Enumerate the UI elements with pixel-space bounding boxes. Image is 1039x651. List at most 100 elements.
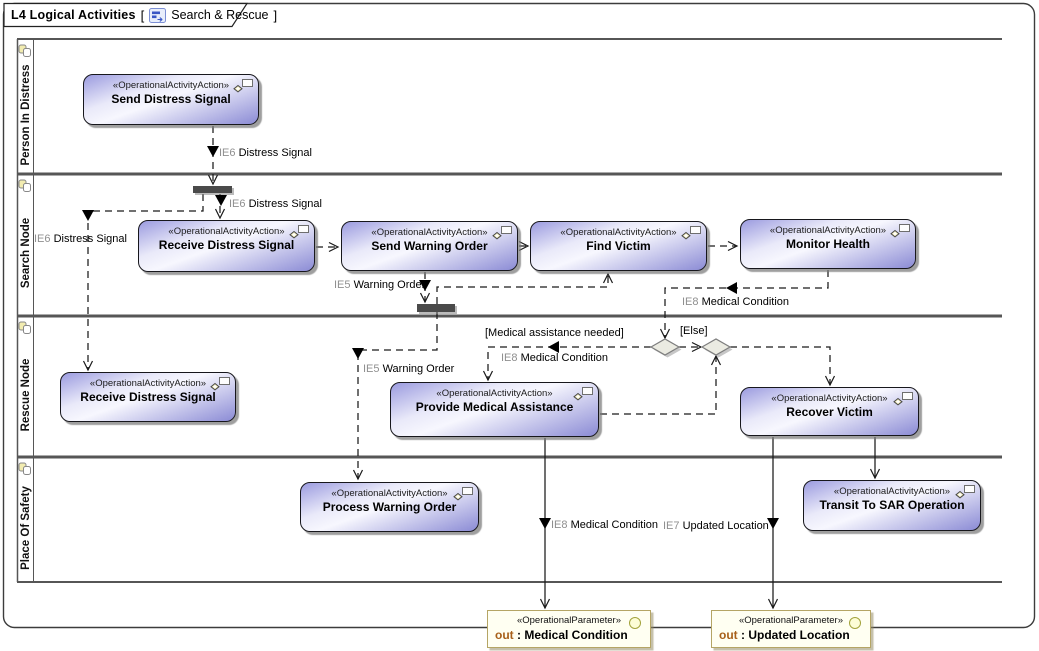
action-name: Provide Medical Assistance — [415, 400, 574, 414]
flow-find-victim-to-monitor-health-arrowhead — [727, 240, 739, 252]
out-updated-location[interactable]: «OperationalParameter»out : Updated Loca… — [711, 610, 871, 648]
flow-info-label[interactable]: IE8 Medical Condition — [682, 296, 789, 309]
send-warning-order[interactable]: «OperationalActivityAction»Send Warning … — [341, 221, 518, 271]
diagram-title-tab[interactable] — [3, 2, 249, 28]
swimlane-header-rescue-node[interactable] — [17, 316, 33, 457]
label-text: Distress Signal — [245, 198, 322, 210]
flow-fork2-to-process-warning-arrowhead — [352, 469, 364, 481]
swimlane-header-person-in-distress[interactable] — [17, 39, 33, 174]
recover-victim[interactable]: «OperationalActivityAction»Recover Victi… — [740, 387, 919, 436]
label-text: [Medical assistance needed] — [485, 327, 624, 339]
out-medical-condition[interactable]: «OperationalParameter»out : Medical Cond… — [487, 610, 651, 648]
swimlane-header-search-node[interactable] — [17, 174, 33, 316]
flow-merge-to-recover-victim[interactable] — [730, 346, 831, 385]
action-name: Monitor Health — [786, 237, 870, 251]
guard-label[interactable]: [Medical assistance needed] — [485, 327, 624, 340]
label-text: Medical Condition — [567, 519, 659, 531]
flow-fork2-to-process-warning[interactable] — [357, 312, 438, 479]
call-behavior-icon — [890, 224, 910, 238]
flow-recover-victim-to-transit-arrowhead — [869, 468, 881, 480]
call-behavior-icon — [289, 225, 309, 239]
stereotype-label: «OperationalParameter» — [738, 615, 844, 626]
flow-send-distress-to-fork-flow-arrow — [207, 146, 219, 157]
flow-fork-to-receive-distress-rescue-flow-arrow — [82, 210, 94, 221]
provide-medical-assistance[interactable]: «OperationalActivityAction»Provide Medic… — [390, 382, 599, 437]
flow-info-label[interactable]: IE8 Medical Condition — [551, 519, 658, 532]
diagram-context: Search & Rescue — [171, 8, 269, 22]
flow-recover-victim-to-out-param-flow-arrow — [767, 518, 779, 529]
stereotype-label: «OperationalActivityAction» — [833, 486, 951, 497]
swimlane-icon — [18, 179, 31, 192]
label-text: Warning Order — [379, 363, 455, 375]
flow-recover-victim-to-out-param-arrowhead — [767, 598, 779, 610]
flow-fork-to-receive-distress-search-flow-arrow — [215, 195, 227, 206]
flow-info-label[interactable]: IE5 Warning Order — [334, 279, 425, 292]
flow-fork2-to-process-warning-flow-arrow — [352, 348, 364, 359]
fork-warning[interactable] — [417, 304, 455, 312]
flow-provide-medical-to-out-param-arrowhead — [539, 598, 551, 610]
flow-info-label[interactable]: IE5 Warning Order — [363, 363, 454, 376]
process-warning-order[interactable]: «OperationalActivityAction»Process Warni… — [300, 482, 479, 532]
context-bracket-close: ] — [273, 7, 278, 23]
call-behavior-icon — [492, 226, 512, 240]
action-name: Send Warning Order — [371, 239, 488, 253]
receive-distress-signal-search[interactable]: «OperationalActivityAction»Receive Distr… — [138, 220, 315, 272]
action-name: Receive Distress Signal — [158, 238, 295, 252]
label-text: Medical Condition — [698, 296, 790, 308]
flow-fork-to-receive-distress-rescue[interactable] — [87, 194, 204, 370]
flow-decision-to-provide-medical-flow-arrow — [548, 341, 559, 353]
swimlane-label: Place Of Safety — [19, 485, 32, 570]
label-text: Medical Condition — [517, 352, 609, 364]
diagram-name: L4 Logical Activities — [11, 8, 136, 22]
swimlane-header-place-of-safety[interactable] — [17, 457, 33, 582]
parameter-direction: out — [495, 628, 514, 642]
flow-info-label[interactable]: IE6 Distress Signal — [34, 233, 127, 246]
call-behavior-icon — [233, 79, 253, 93]
transit-to-sar-operation[interactable]: «OperationalActivityAction»Transit To SA… — [803, 480, 981, 531]
flow-info-label[interactable]: IE8 Medical Condition — [501, 352, 608, 365]
swimlane-label: Search Node — [19, 217, 32, 289]
flow-decision-to-provide-medical[interactable] — [487, 346, 651, 380]
parameter-pin-icon — [629, 617, 641, 629]
flow-monitor-health-to-decision[interactable] — [664, 270, 829, 338]
flow-info-label[interactable]: IE6 Distress Signal — [219, 147, 312, 160]
stereotype-label: «OperationalParameter» — [516, 615, 622, 626]
find-victim[interactable]: «OperationalActivityAction»Find Victim — [530, 221, 707, 271]
stereotype-label: «OperationalActivityAction» — [769, 225, 887, 236]
info-element-id: IE6 — [34, 233, 51, 245]
flow-fork-to-receive-distress-rescue-arrowhead — [82, 360, 94, 372]
call-behavior-icon — [453, 487, 473, 501]
flow-send-warning-to-fork2-arrowhead — [419, 292, 431, 304]
fork-distress[interactable] — [193, 186, 232, 193]
stereotype-label: «OperationalActivityAction» — [112, 80, 230, 91]
label-text: Updated Location — [679, 520, 769, 532]
monitor-health[interactable]: «OperationalActivityAction»Monitor Healt… — [740, 219, 916, 269]
stereotype-label: «OperationalActivityAction» — [771, 393, 888, 404]
parameter-type: : Medical Condition — [513, 628, 628, 642]
send-distress-signal[interactable]: «OperationalActivityAction»Send Distress… — [83, 74, 259, 125]
flow-provide-medical-to-merge[interactable] — [600, 356, 717, 415]
flow-info-label[interactable]: IE6 Distress Signal — [229, 198, 322, 211]
flow-monitor-health-to-decision-arrowhead — [659, 328, 671, 340]
swimlane-label: Rescue Node — [19, 358, 32, 431]
flow-fork2-to-find-victim[interactable] — [436, 274, 609, 304]
receive-distress-signal-rescue[interactable]: «OperationalActivityAction»Receive Distr… — [60, 372, 236, 422]
stereotype-label: «OperationalActivityAction» — [168, 226, 285, 237]
parameter-pin-icon — [849, 617, 861, 629]
swimlane-icon — [18, 321, 31, 334]
decision-medical[interactable] — [649, 338, 681, 356]
flow-provide-medical-to-out-param-flow-arrow — [539, 518, 551, 529]
label-text: Distress Signal — [235, 147, 312, 159]
merge-recover[interactable] — [700, 338, 732, 356]
flow-info-label[interactable]: IE7 Updated Location — [663, 520, 769, 533]
flow-send-warning-to-fork2-flow-arrow — [419, 280, 431, 291]
flow-send-distress-to-fork-arrowhead — [207, 174, 219, 186]
guard-label[interactable]: [Else] — [680, 325, 708, 338]
diagram-title: L4 Logical Activities [ Search & Rescue … — [11, 6, 277, 24]
flow-provide-medical-to-merge-arrowhead — [710, 354, 722, 366]
flow-fork2-to-find-victim-arrowhead — [602, 272, 614, 284]
info-element-id: IE8 — [682, 296, 699, 308]
call-behavior-icon — [893, 392, 913, 406]
